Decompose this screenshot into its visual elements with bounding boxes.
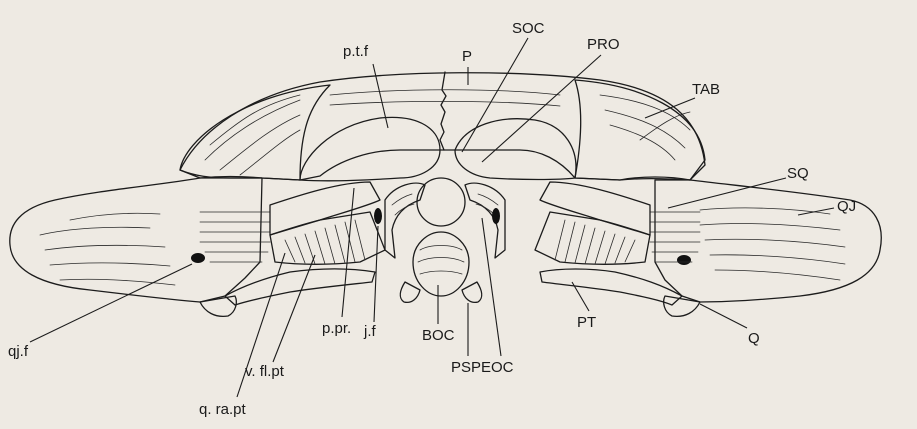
left-tabular-horn bbox=[180, 85, 330, 180]
label-qj: QJ bbox=[837, 198, 856, 215]
label-ptf: p.t.f bbox=[343, 43, 369, 60]
label-eoc: EOC bbox=[481, 359, 514, 376]
right-quadratojugal-texture bbox=[700, 208, 845, 280]
leader-sq bbox=[668, 178, 786, 208]
leader-ppr bbox=[342, 188, 354, 317]
label-pro: PRO bbox=[587, 36, 620, 53]
label-jf: j.f bbox=[363, 323, 377, 340]
parasphenoid-right-lobe bbox=[462, 282, 482, 302]
left-quadratojugal-wing bbox=[10, 178, 262, 302]
left-quadrate bbox=[200, 296, 236, 316]
label-sq: SQ bbox=[787, 165, 809, 182]
skull-drawing bbox=[10, 72, 881, 316]
exoccipital-shading bbox=[392, 194, 498, 215]
parasphenoid-left-lobe bbox=[400, 282, 420, 302]
label-q: Q bbox=[748, 330, 760, 347]
left-paroccipital-process bbox=[270, 182, 380, 235]
left-quadratojugal-foramen bbox=[191, 253, 205, 263]
label-qrapt: q. ra.pt bbox=[199, 401, 247, 418]
label-soc: SOC bbox=[512, 20, 545, 37]
anatomical-labels: p.t.f P SOC PRO TAB SQ QJ qj.f q. ra.pt … bbox=[8, 20, 856, 418]
leader-pro bbox=[482, 55, 601, 162]
left-lateral-striation bbox=[200, 212, 270, 262]
label-ppr: p.pr. bbox=[322, 320, 351, 337]
right-tabular-horn bbox=[575, 80, 705, 180]
right-pterygoid-ramus bbox=[540, 269, 682, 305]
right-lateral-striation bbox=[650, 212, 700, 262]
basioccipital-condyle bbox=[413, 232, 469, 296]
left-quadratojugal-texture bbox=[40, 213, 175, 285]
midline-suture bbox=[440, 72, 446, 150]
label-boc: BOC bbox=[422, 327, 455, 344]
foramen-magnum bbox=[417, 178, 465, 226]
right-post-temporal-fossa bbox=[455, 119, 576, 180]
leader-eoc bbox=[482, 218, 501, 356]
label-vflpt: v. fl.pt bbox=[245, 363, 285, 380]
basioccipital-shading bbox=[418, 246, 464, 275]
leader-q bbox=[700, 304, 747, 328]
left-post-temporal-fossa bbox=[300, 117, 440, 180]
right-quadratojugal-foramen bbox=[677, 255, 691, 265]
right-quadrate bbox=[664, 296, 700, 316]
label-qjf: qj.f bbox=[8, 343, 29, 360]
right-jugular-foramen bbox=[492, 208, 500, 224]
left-exoccipital bbox=[385, 183, 425, 258]
label-psp: PSP bbox=[451, 359, 481, 376]
right-paroccipital-process bbox=[540, 182, 650, 235]
right-tabular-shading bbox=[600, 95, 690, 160]
leader-qjf bbox=[30, 264, 192, 342]
label-p: P bbox=[462, 48, 472, 65]
label-tab: TAB bbox=[692, 81, 720, 98]
label-pt: PT bbox=[577, 314, 596, 331]
left-jugular-foramen bbox=[374, 208, 382, 224]
